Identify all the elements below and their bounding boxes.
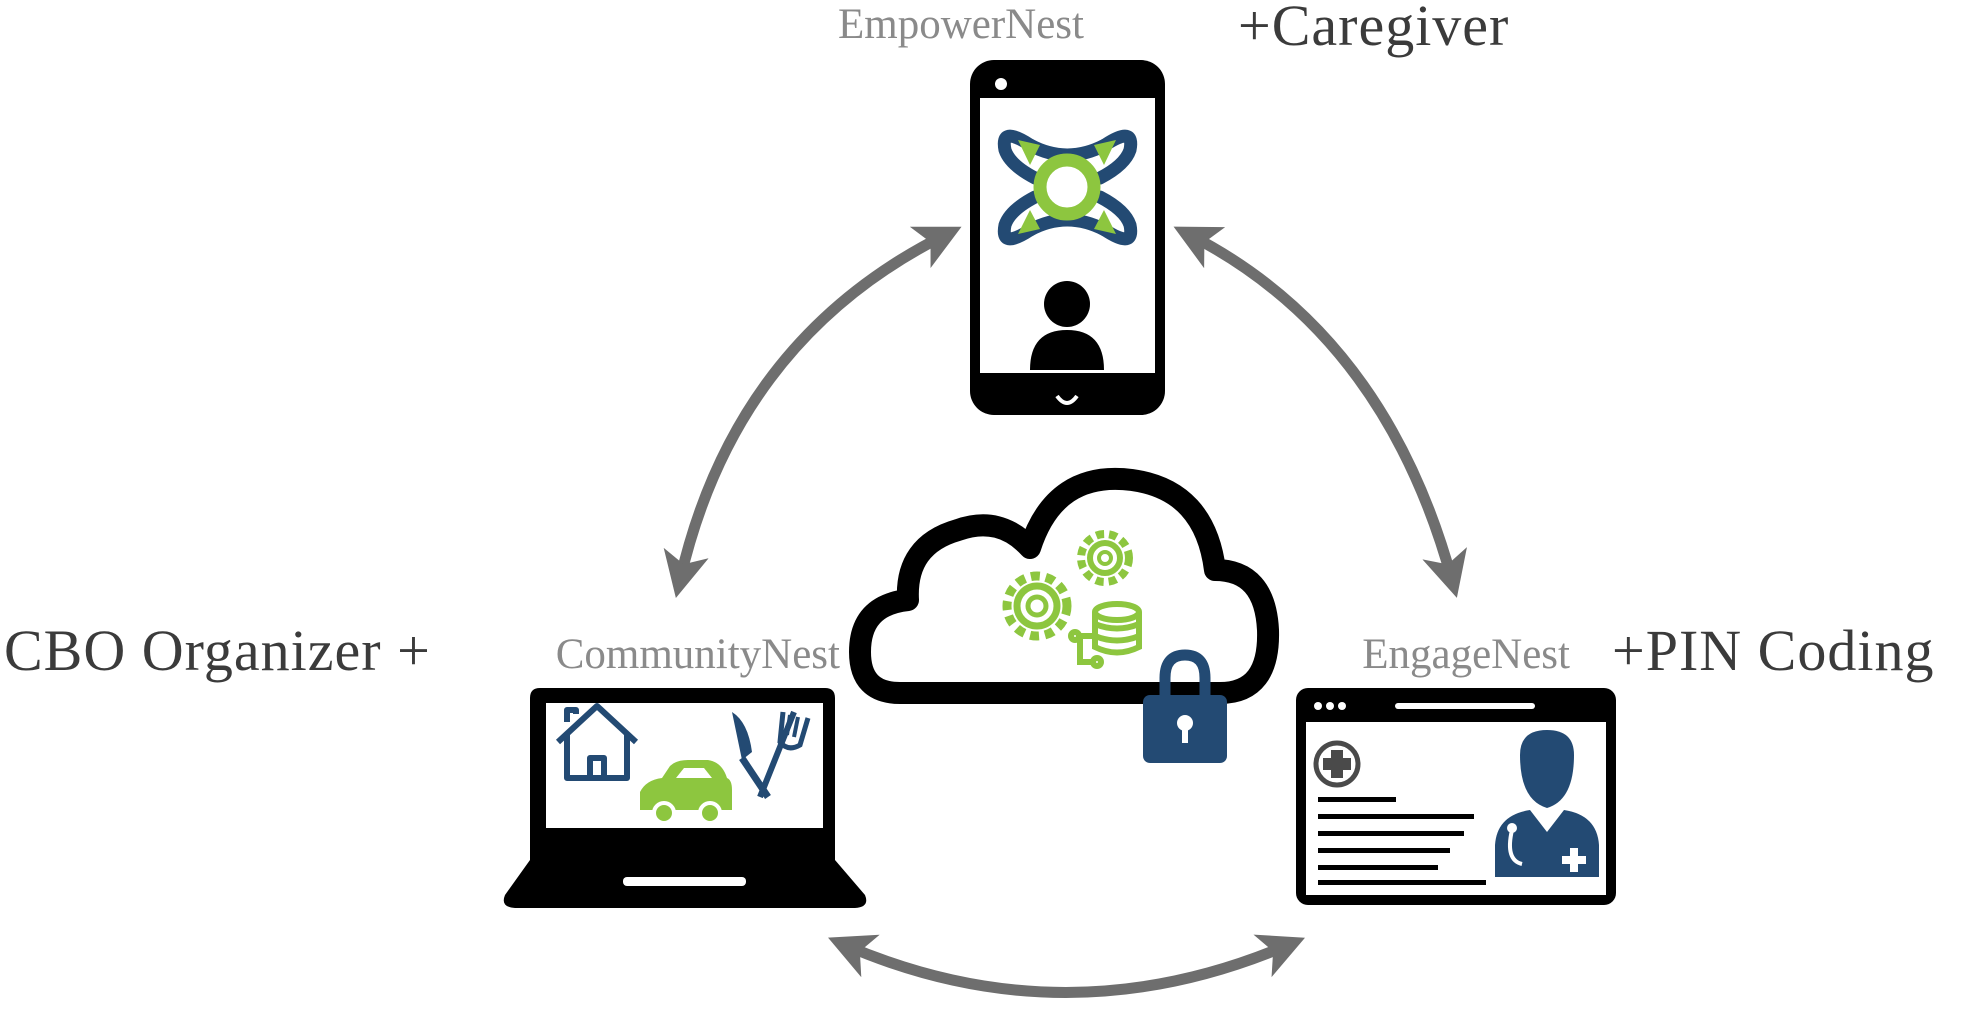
left-role-label: CBO Organizer +	[4, 618, 431, 683]
arrow-top-right	[1173, 226, 1467, 598]
doctor-icon	[1495, 730, 1599, 877]
padlock-icon	[1143, 649, 1227, 763]
arrow-left-top	[663, 226, 962, 599]
knife-fork-icon	[732, 710, 811, 799]
car-icon	[640, 760, 732, 825]
user-icon	[1030, 281, 1104, 370]
laptop-icon	[503, 688, 867, 908]
arrow-left-right-bottom	[828, 934, 1306, 998]
house-icon	[555, 703, 639, 781]
browser-window-icon	[1296, 688, 1616, 905]
medical-cross-icon	[1313, 740, 1361, 788]
empowernest-logo-icon	[997, 129, 1138, 246]
smartphone-icon	[970, 60, 1165, 415]
top-role-label: +Caregiver	[1238, 0, 1509, 58]
gears-icon	[1002, 530, 1133, 641]
cloud-icon	[849, 467, 1280, 704]
top-app-name: EmpowerNest	[838, 1, 1084, 48]
right-role-label: +PIN Coding	[1612, 618, 1934, 683]
left-app-name: CommunityNest	[556, 631, 840, 678]
right-app-name: EngageNest	[1362, 631, 1570, 678]
text-lines	[1318, 797, 1486, 885]
database-icon	[1068, 601, 1142, 669]
